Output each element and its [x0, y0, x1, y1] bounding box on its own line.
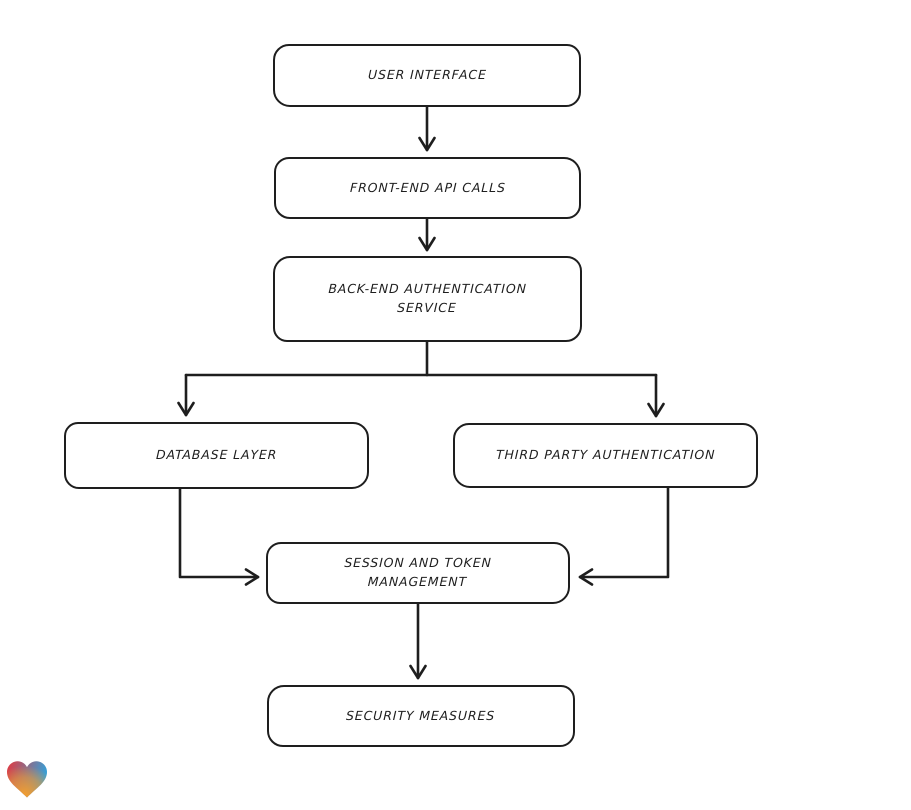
node-label-front-end-api-calls: FRONT-END API CALLS	[349, 179, 506, 195]
node-front-end-api-calls: FRONT-END API CALLS	[274, 157, 581, 219]
node-security-measures: SECURITY MEASURES	[267, 685, 575, 747]
node-label-user-interface: USER INTERFACE	[367, 67, 487, 83]
arrow-thirdparty-to-session	[578, 486, 670, 586]
node-user-interface: USER INTERFACE	[273, 44, 581, 107]
node-database-layer: DATABASE LAYER	[64, 422, 369, 489]
node-label-security-measures: SECURITY MEASURES	[346, 707, 496, 723]
gradient-heart-logo[interactable]	[7, 760, 47, 800]
arrow-database-to-session	[178, 487, 260, 586]
node-label-third-party-authentication: THIRD PARTY AUTHENTICATION	[495, 447, 716, 463]
node-third-party-authentication: THIRD PARTY AUTHENTICATION	[453, 423, 758, 488]
node-label-database-layer: DATABASE LAYER	[155, 447, 278, 463]
